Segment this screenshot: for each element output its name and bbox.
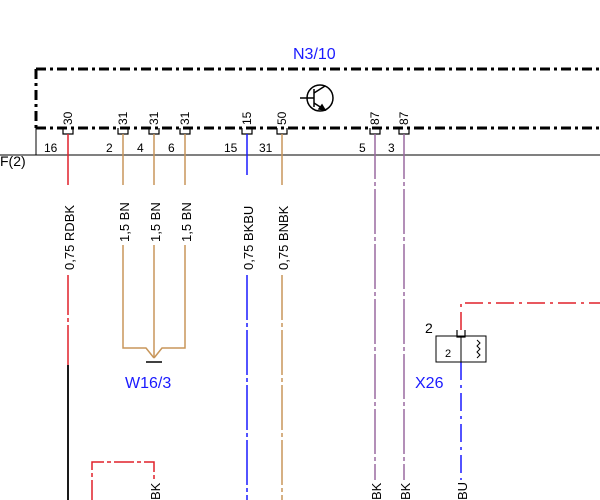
module-pin: 87 <box>368 111 382 125</box>
module-pin: 31 <box>178 111 192 125</box>
wire-label: 0,75 BKBU <box>241 206 256 270</box>
module-pin: 87 <box>397 111 411 125</box>
connector-pin-labels: 16 2 4 6 15 31 5 3 <box>44 141 395 155</box>
connector-pin: 3 <box>388 141 395 155</box>
connector-pin: 5 <box>359 141 366 155</box>
module-pin: 31 <box>116 111 130 125</box>
wire-label: 1,5 BN <box>179 202 194 242</box>
transistor-icon <box>300 84 334 112</box>
module-label: N3/10 <box>293 46 336 63</box>
module-pin: 30 <box>61 111 75 125</box>
connector-pin: 6 <box>168 141 175 155</box>
wire-label: 0,75 BNBK <box>276 205 291 270</box>
module-pin: 31 <box>147 111 161 125</box>
x26-pin-outer: 2 <box>425 320 433 336</box>
wire-label: BK <box>398 482 413 500</box>
ground-label: W16/3 <box>125 375 171 392</box>
wire-label: BK <box>148 482 163 500</box>
x26-pin-inner: 2 <box>445 348 451 360</box>
connector-label: F(2) <box>0 153 26 169</box>
wire-label: BU <box>455 482 470 500</box>
connector-pin: 15 <box>224 141 238 155</box>
x26-connector: 2 2 X26 <box>415 320 487 392</box>
connector-pin: 16 <box>44 141 58 155</box>
connector-pin: 31 <box>259 141 273 155</box>
module-pin: 50 <box>275 111 289 125</box>
connector-pin: 4 <box>137 141 144 155</box>
wire-label: 1,5 BN <box>148 202 163 242</box>
wire-labels: 0,75 RDBK 1,5 BN 1,5 BN 1,5 BN 0,75 BKBU… <box>62 202 291 270</box>
bottom-wire-labels: BK BK BK BU <box>148 482 470 500</box>
wire-label: 0,75 RDBK <box>62 205 77 270</box>
wire-label: 1,5 BN <box>117 202 132 242</box>
module-outline <box>34 67 600 130</box>
connector-pin: 2 <box>106 141 113 155</box>
module-pin: 15 <box>240 111 254 125</box>
x26-label: X26 <box>415 375 444 392</box>
module-pin-labels: 30 31 31 31 15 50 87 87 <box>61 111 411 125</box>
wire-label: BK <box>369 482 384 500</box>
resistor-icon <box>476 339 481 359</box>
wires <box>67 134 600 500</box>
